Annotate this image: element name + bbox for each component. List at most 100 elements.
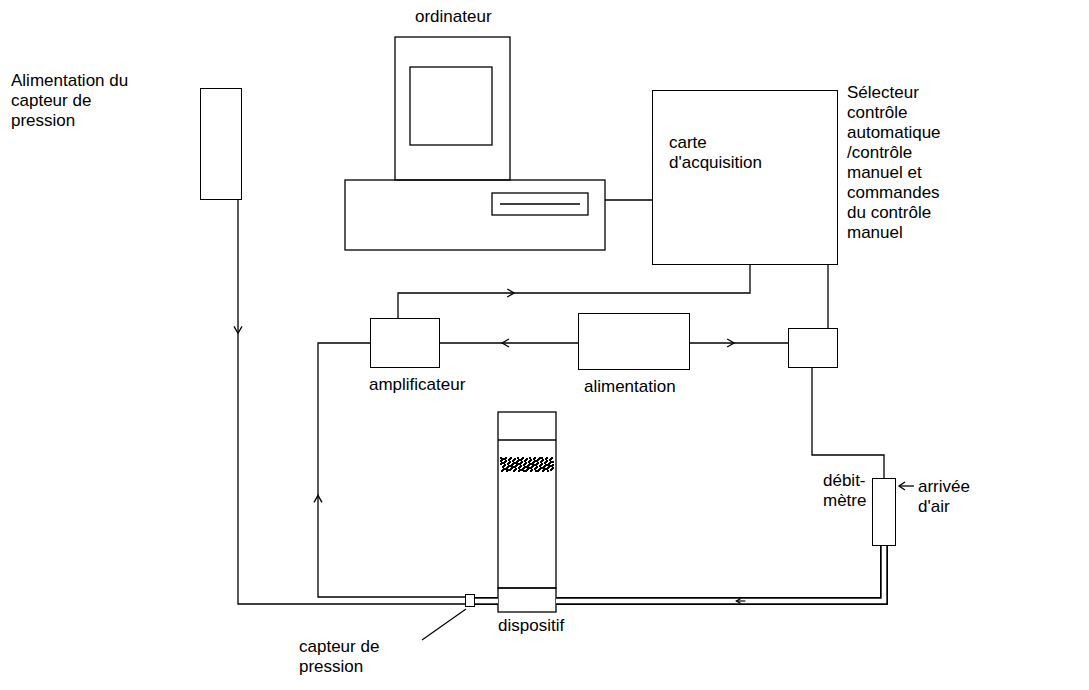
powder-grain <box>524 460 526 462</box>
powder-grain <box>507 463 509 465</box>
powder-grain <box>522 457 524 459</box>
powder-grain <box>501 470 503 472</box>
signal-wire <box>690 339 788 347</box>
powder-grain <box>541 463 543 465</box>
powder-grain <box>538 469 540 471</box>
powder-grain <box>500 463 502 465</box>
powder-grain <box>519 469 521 471</box>
powder-grain <box>514 458 516 460</box>
powder-grain <box>528 467 530 469</box>
powder-grain <box>545 464 547 466</box>
powder-grain <box>513 462 515 464</box>
air-inlet-head <box>899 482 905 490</box>
powder-grain <box>510 468 512 470</box>
leader-line <box>422 609 466 640</box>
powder-grain <box>511 464 513 466</box>
powder-grain <box>534 468 536 470</box>
powder-grain <box>510 457 512 459</box>
disk-drive <box>492 193 588 215</box>
powder-grain <box>531 466 533 468</box>
air-inlet-label: arrivée d'air <box>918 477 982 517</box>
pressure-sensor-box: capteur de pression <box>465 594 475 607</box>
powder-grain <box>539 457 541 459</box>
powder-grain <box>503 468 505 470</box>
powder-grain <box>545 458 547 460</box>
signal-wire <box>828 265 829 328</box>
powder-grain <box>551 457 553 459</box>
powder-grain <box>538 458 540 460</box>
powder-grain <box>509 469 511 471</box>
node-label: carte d'acquisition <box>669 133 791 173</box>
air-inlet-arrow <box>899 482 914 490</box>
powder-grain <box>516 464 518 466</box>
powder-grain <box>548 466 550 468</box>
powder-grain <box>517 463 519 465</box>
powder-grain <box>550 458 552 460</box>
powder-grain <box>519 466 521 468</box>
powder-grain <box>537 462 539 464</box>
monitor-screen <box>410 67 492 145</box>
powder-grain <box>531 469 533 471</box>
powder-grain <box>540 464 542 466</box>
monitor-outline <box>395 37 510 180</box>
power-supply-box: Alimentation du capteur de pression <box>200 88 242 200</box>
powder-grain <box>529 463 531 465</box>
powder-grain <box>523 470 525 472</box>
label-anchor: arrivée d'air <box>918 477 982 517</box>
powder-grain <box>504 461 506 463</box>
arrow-head <box>507 289 514 297</box>
signal-wire <box>398 265 750 318</box>
wire-line <box>605 199 652 200</box>
powder-grain <box>544 468 546 470</box>
powder-grain <box>521 461 523 463</box>
powder-grain <box>517 460 519 462</box>
powder-grain <box>549 465 551 467</box>
node-label: Alimentation du capteur de pression <box>11 71 143 131</box>
powder-grain <box>542 459 544 461</box>
device-node: dispositif <box>498 412 556 612</box>
node-label: débit- mètre <box>823 471 871 511</box>
arrow-head <box>727 339 734 347</box>
powder-grain <box>524 463 526 465</box>
powder-grain <box>524 466 526 468</box>
powder-grain <box>550 469 552 471</box>
powder-grain <box>512 463 514 465</box>
powder-grain <box>531 463 533 465</box>
node-label: Sélecteur contrôle automatique /contrôle… <box>847 83 955 243</box>
pipe-wall <box>556 546 884 601</box>
powder-grain <box>518 467 520 469</box>
powder-grain <box>505 457 507 459</box>
powder-grain <box>536 460 538 462</box>
powder-grain <box>522 468 524 470</box>
powder-grain <box>549 459 551 461</box>
powder-grain <box>532 462 534 464</box>
signal-wire <box>812 368 884 478</box>
arrow-head <box>502 339 509 347</box>
flow-arrow-shaft <box>736 600 745 601</box>
column-outline <box>498 412 556 588</box>
powder-grain <box>512 460 514 462</box>
powder-bed <box>500 457 554 472</box>
powder-grain <box>544 462 546 464</box>
powder-grain <box>533 464 535 466</box>
powder-grain <box>515 468 517 470</box>
powder-grain <box>529 460 531 462</box>
powder-grain <box>506 470 508 472</box>
air-pipe <box>475 601 498 602</box>
powder-grain <box>528 461 530 463</box>
powder-grain <box>502 469 504 471</box>
powder-grain <box>520 465 522 467</box>
column-cap-line <box>498 439 556 440</box>
powder-grain <box>551 465 553 467</box>
powder-grain <box>536 463 538 465</box>
wire-line <box>827 265 828 328</box>
powder-grain <box>509 458 511 460</box>
powder-grain <box>532 465 534 467</box>
powder-grain <box>546 468 548 470</box>
powder-grain <box>517 457 519 459</box>
powder-grain <box>530 470 532 472</box>
powder-grain <box>542 467 544 469</box>
selector-box: Sélecteur contrôle automatique /contrôle… <box>788 328 838 368</box>
powder-grain <box>540 467 542 469</box>
